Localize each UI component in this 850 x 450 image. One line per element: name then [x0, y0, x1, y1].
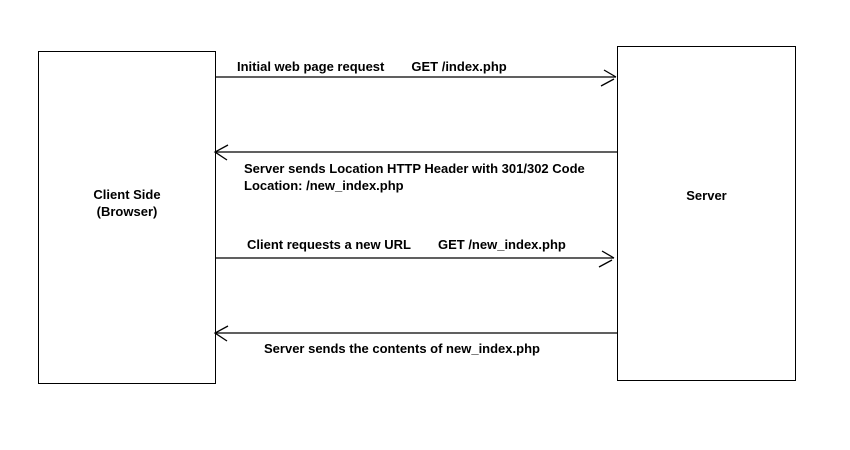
message-1-detail: GET /index.php [411, 59, 507, 74]
message-label-redirect-response: Server sends Location HTTP Header with 3… [244, 160, 585, 194]
message-4-text: Server sends the contents of new_index.p… [264, 341, 540, 356]
arrow-new-url-request [216, 250, 615, 268]
message-label-final-content: Server sends the contents of new_index.p… [264, 340, 540, 357]
message-3-text: Client requests a new URL [247, 237, 411, 252]
client-box-label-line2: (Browser) [96, 204, 158, 219]
arrow-initial-request-head-upper [603, 69, 617, 78]
message-label-initial-request: Initial web page request GET /index.php [237, 58, 507, 75]
arrow-redirect-response [213, 144, 617, 161]
client-box: Client Side (Browser) [38, 51, 216, 384]
arrow-final-content [213, 325, 617, 342]
client-box-label-line1: Client Side [93, 187, 161, 202]
message-label-new-url-request: Client requests a new URL GET /new_index.… [247, 236, 566, 253]
message-1-text: Initial web page request [237, 59, 385, 74]
arrow-new-url-request-head-upper [601, 250, 615, 259]
arrow-redirect-response-head [213, 144, 229, 161]
arrow-final-content-head [213, 325, 229, 342]
server-box-label: Server [686, 188, 727, 203]
arrow-initial-request-head-lower [600, 78, 615, 87]
message-2-text-line1: Server sends Location HTTP Header with 3… [244, 161, 585, 176]
arrow-new-url-request-head-lower [598, 259, 613, 268]
client-box-label: Client Side (Browser) [39, 186, 215, 220]
message-3-detail: GET /new_index.php [437, 237, 566, 252]
message-2-text-line2: Location: /new_index.php [244, 178, 404, 193]
server-box: Server [617, 46, 796, 381]
